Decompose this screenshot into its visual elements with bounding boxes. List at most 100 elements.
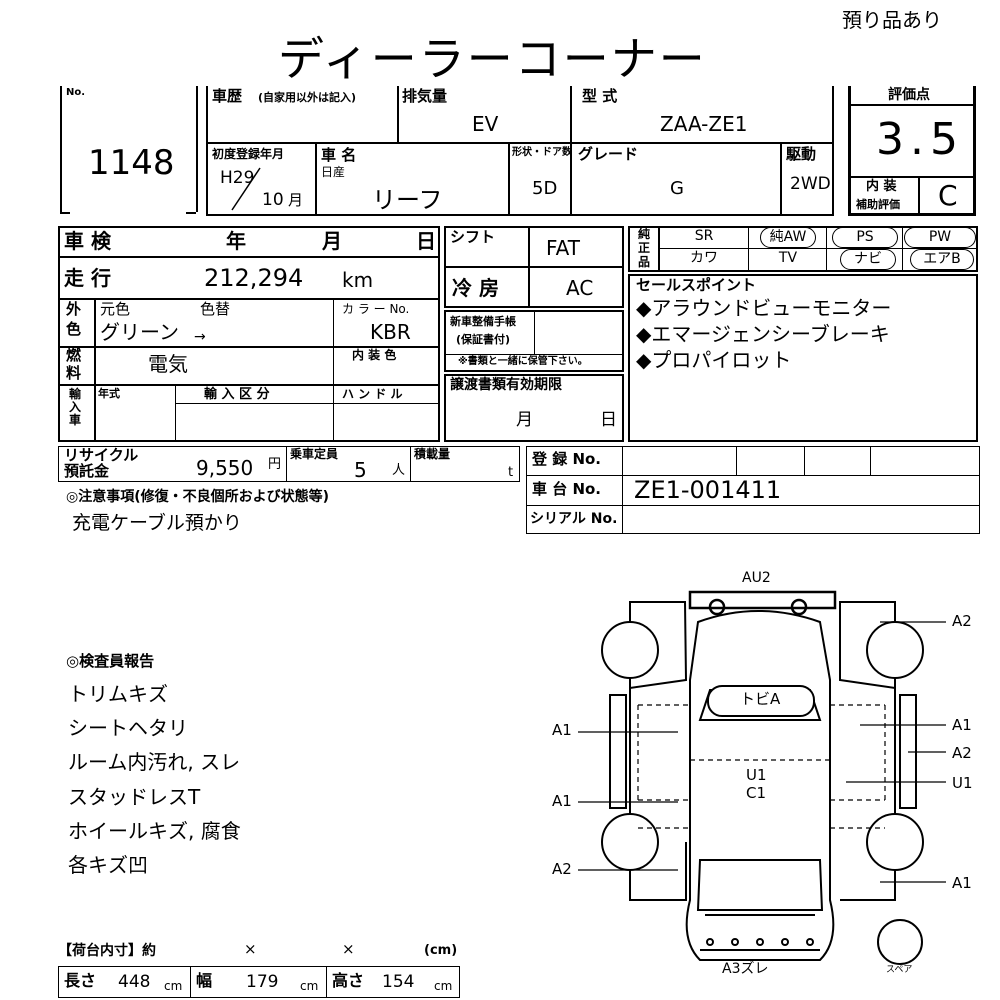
sales-point-1: ◆アラウンドビューモニター xyxy=(636,296,892,320)
doors-value: 5D xyxy=(532,178,558,199)
color-code-label: カ ラ ー No. xyxy=(342,302,410,316)
shaken-month: 月 xyxy=(322,229,342,253)
ac-value: AC xyxy=(566,276,594,300)
displacement-value: EV xyxy=(472,112,499,136)
sales-points-box xyxy=(628,274,978,442)
cargo-height-label: 高さ xyxy=(332,971,365,990)
car-name-label: 車 名 xyxy=(321,146,357,164)
registration-era: H29 xyxy=(220,168,255,188)
diagram-spare-label: スペア xyxy=(886,965,913,975)
registration-box xyxy=(526,446,980,534)
original-color-value: グリーン xyxy=(100,320,179,344)
options-label-b: 正 xyxy=(638,241,651,255)
shift-box xyxy=(444,226,624,268)
cargo-width-label: 幅 xyxy=(196,971,213,990)
load-unit: t xyxy=(508,465,514,480)
new-car-label-a: 新車整備手帳 xyxy=(450,315,516,328)
fuel-label-b: 料 xyxy=(66,364,82,382)
cargo-width-value: 179 xyxy=(246,972,279,992)
deposit-note: 預り品あり xyxy=(842,8,942,32)
notes-label: ◎注意事項(修復・不良個所および状態等) xyxy=(66,489,330,505)
shaken-day: 日 xyxy=(416,229,436,253)
transfer-box xyxy=(444,374,624,442)
fuel-value: 電気 xyxy=(148,352,188,376)
ac-label: 冷 房 xyxy=(452,276,499,300)
score-value: 3.5 xyxy=(876,114,964,165)
chassis-no-label: 車 台 No. xyxy=(532,480,602,498)
inspector-label: ◎検査員報告 xyxy=(66,652,155,670)
car-damage-diagram xyxy=(578,590,946,965)
load-label: 積載量 xyxy=(414,447,451,461)
recycle-row xyxy=(58,446,520,482)
cargo-length-value: 448 xyxy=(118,972,151,992)
score-label: 評価点 xyxy=(888,87,930,103)
option-ps: PS xyxy=(832,227,898,248)
color-label: 色 xyxy=(66,320,82,338)
recycle-label-a: リサイクル xyxy=(64,446,139,464)
diagram-left-label-2: A1 xyxy=(552,792,572,810)
diagram-center-label-c: C1 xyxy=(746,784,767,802)
color-change-label: 色替 xyxy=(200,300,231,318)
inspector-item-1: トリムキズ xyxy=(68,682,168,706)
lot-number: 1148 xyxy=(88,143,175,183)
diagram-right-label-2: A1 xyxy=(952,716,972,734)
maker: 日産 xyxy=(321,165,346,179)
capacity-value: 5 xyxy=(354,458,367,482)
capacity-unit: 人 xyxy=(392,463,406,478)
options-label-a: 純 xyxy=(638,227,651,241)
transfer-day: 日 xyxy=(600,410,617,430)
sales-point-3: ◆プロパイロット xyxy=(636,348,792,372)
lot-label: No. xyxy=(66,87,86,98)
vehicle-detail-table xyxy=(58,226,440,442)
registration-month: 10 xyxy=(262,190,284,210)
import-category-label: 輸 入 区 分 xyxy=(204,387,270,402)
mileage-value: 212,294 xyxy=(204,264,304,292)
ac-box xyxy=(444,268,624,308)
registration-date-label: 初度登録年月 xyxy=(212,147,285,161)
cargo-x-1: × xyxy=(244,940,257,958)
sales-points-label: セールスポイント xyxy=(636,276,757,294)
diagram-center-label-b: U1 xyxy=(746,766,767,784)
cargo-table xyxy=(58,966,460,998)
serial-no-label: シリアル No. xyxy=(530,511,618,527)
option-sr: SR xyxy=(694,228,714,244)
color-code-value: KBR xyxy=(370,320,411,344)
option-airbag: エアB xyxy=(910,249,974,270)
inspector-item-2: シートヘタリ xyxy=(68,716,188,740)
cargo-height-unit: cm xyxy=(434,979,453,993)
vehicle-info-grid xyxy=(206,86,834,216)
recycle-value: 9,550 xyxy=(196,456,254,480)
diagram-top-label: AU2 xyxy=(742,570,771,586)
diagram-left-label-1: A1 xyxy=(552,721,572,739)
shaken-label: 車 検 xyxy=(64,229,111,253)
sales-point-2: ◆エマージェンシーブレーキ xyxy=(636,322,890,346)
original-color-label: 元色 xyxy=(100,300,131,318)
interior-label: 内 装 xyxy=(866,179,897,194)
option-genuine-aw: 純AW xyxy=(760,227,816,248)
cargo-width-unit: cm xyxy=(300,979,319,993)
grade-label: グレード xyxy=(578,145,639,163)
doors-label: 形状・ドア数 xyxy=(512,147,572,158)
grade-value: G xyxy=(670,178,684,199)
import-label: 輸入車 xyxy=(68,387,81,427)
interior-sub-label: 補助評価 xyxy=(856,198,900,211)
diagram-bottom-label: A3ズレ xyxy=(722,961,769,977)
transfer-label: 譲渡書類有効期限 xyxy=(450,377,562,393)
recycle-label-b: 預託金 xyxy=(64,462,110,480)
option-pw: PW xyxy=(904,227,976,248)
page-title: ディーラーコーナー xyxy=(278,32,707,86)
displacement-label: 排気量 xyxy=(402,87,448,105)
cargo-label: 【荷台内寸】約 xyxy=(58,943,156,959)
color-change-arrow: → xyxy=(194,329,206,345)
mileage-label: 走 行 xyxy=(64,266,111,290)
new-car-label-b: (保証書付) xyxy=(456,333,511,346)
shaken-year: 年 xyxy=(226,229,246,253)
chassis-no-value: ZE1-001411 xyxy=(634,476,782,504)
inspector-item-5: ホイールキズ, 腐食 xyxy=(68,819,241,843)
option-navi: ナビ xyxy=(840,249,896,270)
shift-value: FAT xyxy=(546,236,581,260)
fuel-label-a: 燃 xyxy=(66,346,82,364)
import-year-label: 年式 xyxy=(98,387,120,400)
registration-no-label: 登 録 No. xyxy=(532,450,602,468)
option-leather: カワ xyxy=(690,250,718,266)
